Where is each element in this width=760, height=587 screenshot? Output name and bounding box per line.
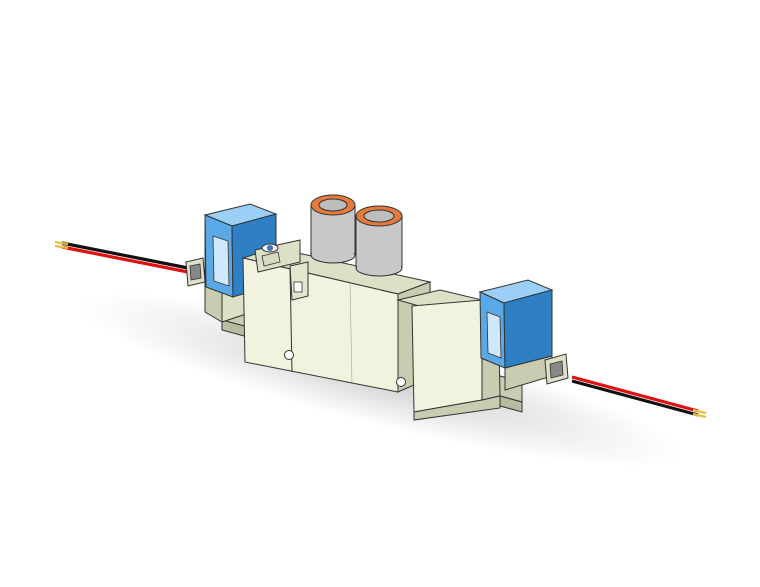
valve-body bbox=[241, 239, 432, 393]
fitting-front bbox=[355, 205, 403, 277]
right-solenoid bbox=[478, 279, 554, 391]
left-connector bbox=[185, 257, 206, 287]
right-connector bbox=[544, 353, 569, 385]
left-wire-pair bbox=[54, 240, 189, 274]
right-wire-pair bbox=[571, 375, 707, 419]
fitting-rear bbox=[310, 194, 356, 264]
